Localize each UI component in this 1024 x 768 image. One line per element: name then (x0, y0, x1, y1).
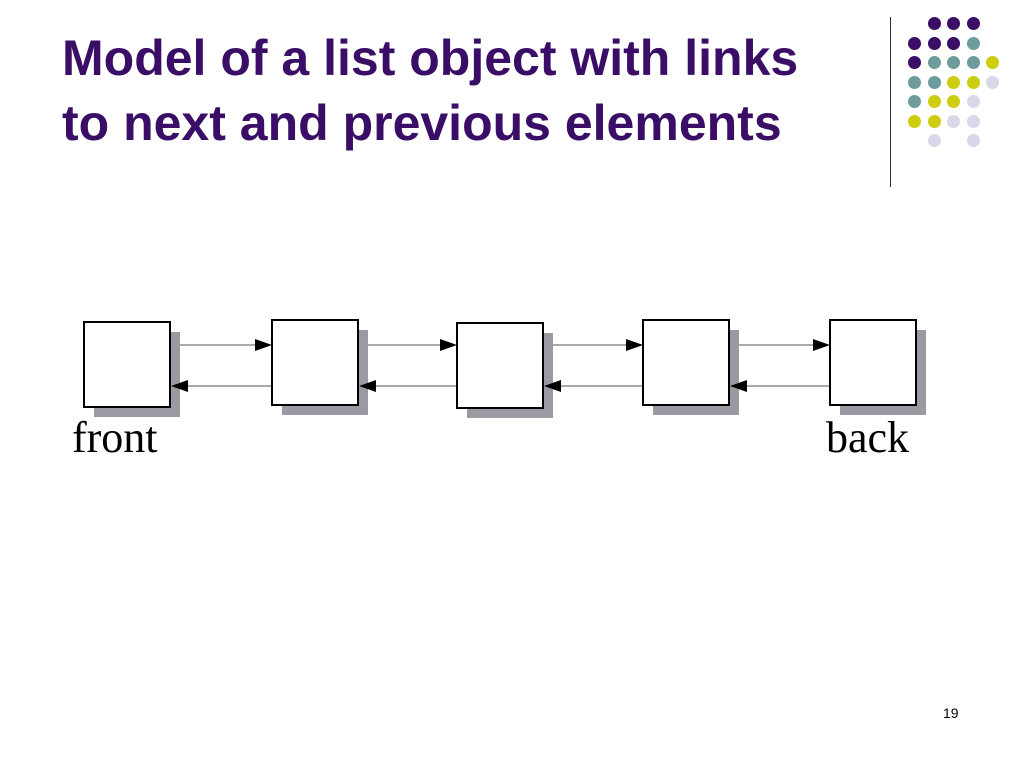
title-line-1: Model of a list object with links (62, 30, 799, 86)
decorative-dot (966, 36, 980, 50)
prev-link-arrowhead (171, 380, 188, 392)
decorative-dot-grid (905, 10, 1015, 170)
decorative-dot (966, 114, 980, 128)
decorative-dot (908, 36, 921, 50)
next-link-arrowhead (255, 339, 272, 351)
decorative-dot (927, 56, 941, 69)
decorative-dot (966, 95, 980, 108)
next-link-arrowhead (626, 339, 643, 351)
list-node (456, 322, 544, 409)
decorative-dot (927, 36, 941, 50)
decorative-dot (966, 56, 980, 69)
decorative-dot (966, 75, 980, 89)
decorative-dot (908, 56, 921, 69)
list-node (829, 319, 917, 406)
prev-link-arrowhead (730, 380, 747, 392)
decorative-dot (908, 114, 921, 128)
decorative-dot (947, 75, 960, 89)
prev-link-arrowhead (544, 380, 561, 392)
decorative-dot (927, 17, 941, 30)
decorative-dot (908, 95, 921, 108)
list-node (83, 321, 171, 408)
front-label: front (72, 413, 158, 462)
next-link-arrowhead (813, 339, 830, 351)
decorative-dot (966, 134, 980, 147)
decorative-dot (966, 17, 980, 30)
next-link-arrowhead (440, 339, 457, 351)
decorative-dot (927, 95, 941, 108)
list-node (642, 319, 730, 406)
title-line-2: to next and previous elements (62, 95, 782, 151)
decorative-dot (927, 134, 941, 147)
back-label: back (826, 413, 910, 462)
decorative-dot (986, 75, 999, 89)
decorative-dot (947, 56, 960, 69)
decorative-dot (927, 114, 941, 128)
slide-title: Model of a list object with links to nex… (62, 26, 892, 156)
decorative-dot (908, 75, 921, 89)
decorative-dot (986, 56, 999, 69)
decorative-dot (927, 75, 941, 89)
decorative-dot (947, 95, 960, 108)
title-divider (890, 17, 891, 187)
prev-link-arrowhead (359, 380, 376, 392)
decorative-dot (947, 114, 960, 128)
page-number: 19 (943, 705, 959, 721)
decorative-dot (947, 36, 960, 50)
list-node (271, 319, 359, 406)
decorative-dot (947, 17, 960, 30)
